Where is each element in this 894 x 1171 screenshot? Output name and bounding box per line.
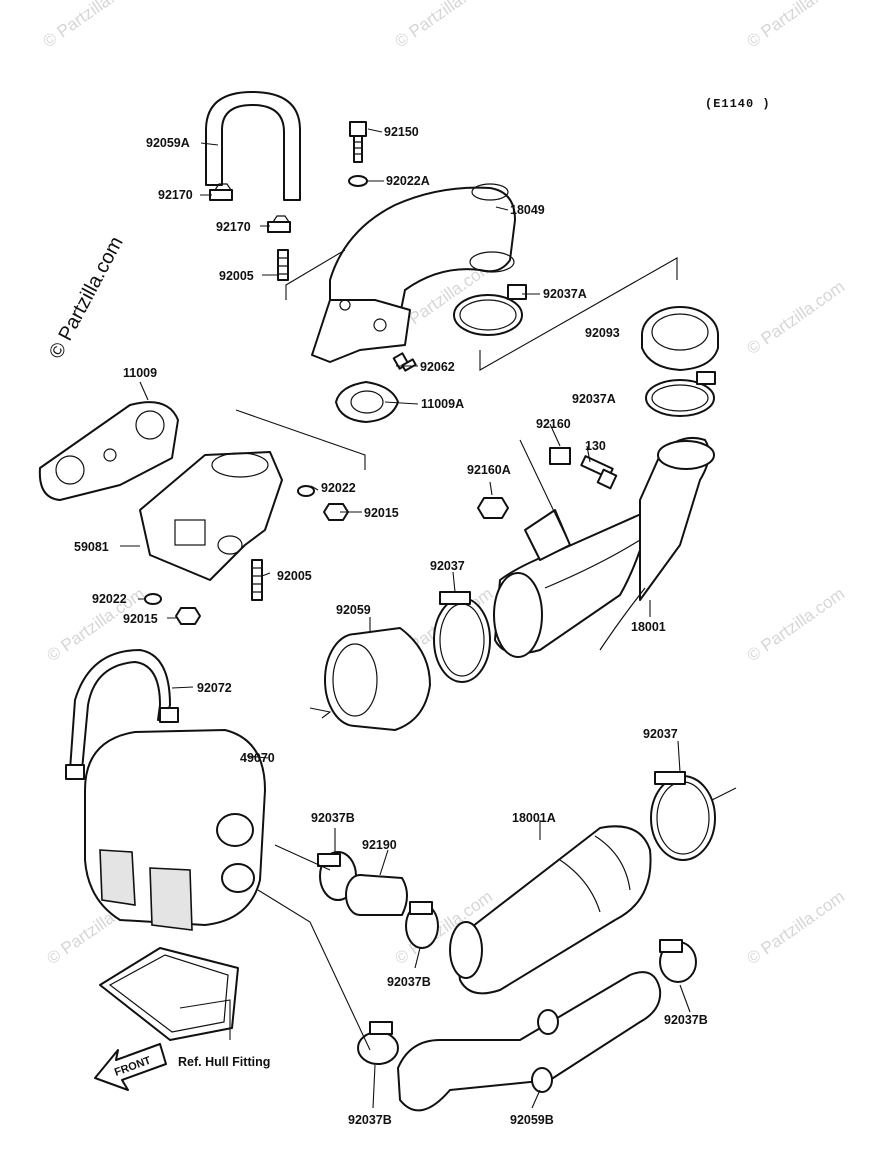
nipple-92005-a: [277, 249, 289, 281]
label-18001a: 18001A: [512, 811, 556, 825]
watermark: © Partzilla.com: [39, 0, 144, 51]
hull-grate: [99, 947, 239, 1041]
diagram-code: (E1140 ): [705, 97, 771, 111]
label-92072: 92072: [197, 681, 232, 695]
watermark: © Partzilla.com: [743, 277, 848, 358]
washer-92022-b: [144, 593, 162, 605]
clamp-92037b-b: [405, 901, 439, 949]
bolt-130: [580, 455, 618, 490]
label-92022-b: 92022: [92, 592, 127, 606]
hose-92059b: [397, 971, 662, 1112]
watermark: © Partzilla.com: [743, 584, 848, 665]
label-92059b: 92059B: [510, 1113, 554, 1127]
label-18049: 18049: [510, 203, 545, 217]
label-92160a: 92160A: [467, 463, 511, 477]
label-ref-hull-fitting: Ref. Hull Fitting: [178, 1055, 270, 1069]
label-18001: 18001: [631, 620, 666, 634]
coupling-92059: [324, 627, 431, 731]
watermark: © Partzilla.com: [743, 887, 848, 968]
clamp-92037a-top: [453, 284, 527, 336]
watermark: © Partzilla.com: [743, 0, 848, 51]
label-92037a-top: 92037A: [543, 287, 587, 301]
label-92059a: 92059A: [146, 136, 190, 150]
gasket-11009a: [335, 381, 399, 423]
label-92005-b: 92005: [277, 569, 312, 583]
label-92022: 92022: [321, 481, 356, 495]
clamp-92037-mid: [433, 591, 491, 683]
front-arrow-icon: [94, 1043, 167, 1091]
label-92059: 92059: [336, 603, 371, 617]
washer-92022: [297, 485, 315, 497]
clamp-92037a-mid: [645, 371, 716, 417]
label-92190: 92190: [362, 838, 397, 852]
nut-92160a: [477, 497, 509, 519]
label-92037b-b: 92037B: [387, 975, 431, 989]
label-92037-mid: 92037: [430, 559, 465, 573]
parts-drawing: [38, 91, 737, 1112]
gasket-11009: [38, 401, 179, 501]
label-92170-b: 92170: [216, 220, 251, 234]
label-92037b-d: 92037B: [348, 1113, 392, 1127]
label-92037-right: 92037: [643, 727, 678, 741]
watermark-large: © Partzilla.com: [45, 233, 128, 362]
label-92005-a: 92005: [219, 269, 254, 283]
hose-92059a: [205, 91, 301, 201]
nut-92015-a: [323, 503, 349, 521]
label-11009a: 11009A: [421, 397, 464, 411]
label-92062: 92062: [420, 360, 455, 374]
label-92093: 92093: [585, 326, 620, 340]
clip-92170-b: [267, 215, 291, 233]
nipple-92005-b: [251, 559, 263, 601]
label-59081: 59081: [74, 540, 109, 554]
label-130: 130: [585, 439, 606, 453]
label-92015-b: 92015: [123, 612, 158, 626]
label-49070: 49070: [240, 751, 275, 765]
label-92160: 92160: [536, 417, 571, 431]
label-92015-a: 92015: [364, 506, 399, 520]
clip-92170-a: [209, 183, 233, 201]
elbow-18049-flange: [311, 299, 411, 363]
clamp-92037b-d: [357, 1021, 399, 1065]
nut-92015-b: [175, 607, 201, 625]
bolt-92062: [392, 352, 417, 372]
watermark: © Partzilla.com: [391, 0, 496, 51]
bolt-92150: [349, 121, 367, 163]
coupling-92093: [641, 306, 719, 371]
muffler-18001a: [454, 825, 652, 995]
label-92037b-a: 92037B: [311, 811, 355, 825]
label-92022a: 92022A: [386, 174, 430, 188]
label-92037a-mid: 92037A: [572, 392, 616, 406]
label-92037b-c: 92037B: [664, 1013, 708, 1027]
spacer-92160: [549, 447, 571, 465]
washer-92022a: [348, 175, 368, 187]
sleeve-92190: [345, 874, 408, 916]
label-92150: 92150: [384, 125, 419, 139]
label-92170-a: 92170: [158, 188, 193, 202]
clamp-92037-right: [650, 771, 716, 861]
label-11009: 11009: [123, 366, 157, 380]
clamp-92037b-c: [659, 939, 697, 983]
